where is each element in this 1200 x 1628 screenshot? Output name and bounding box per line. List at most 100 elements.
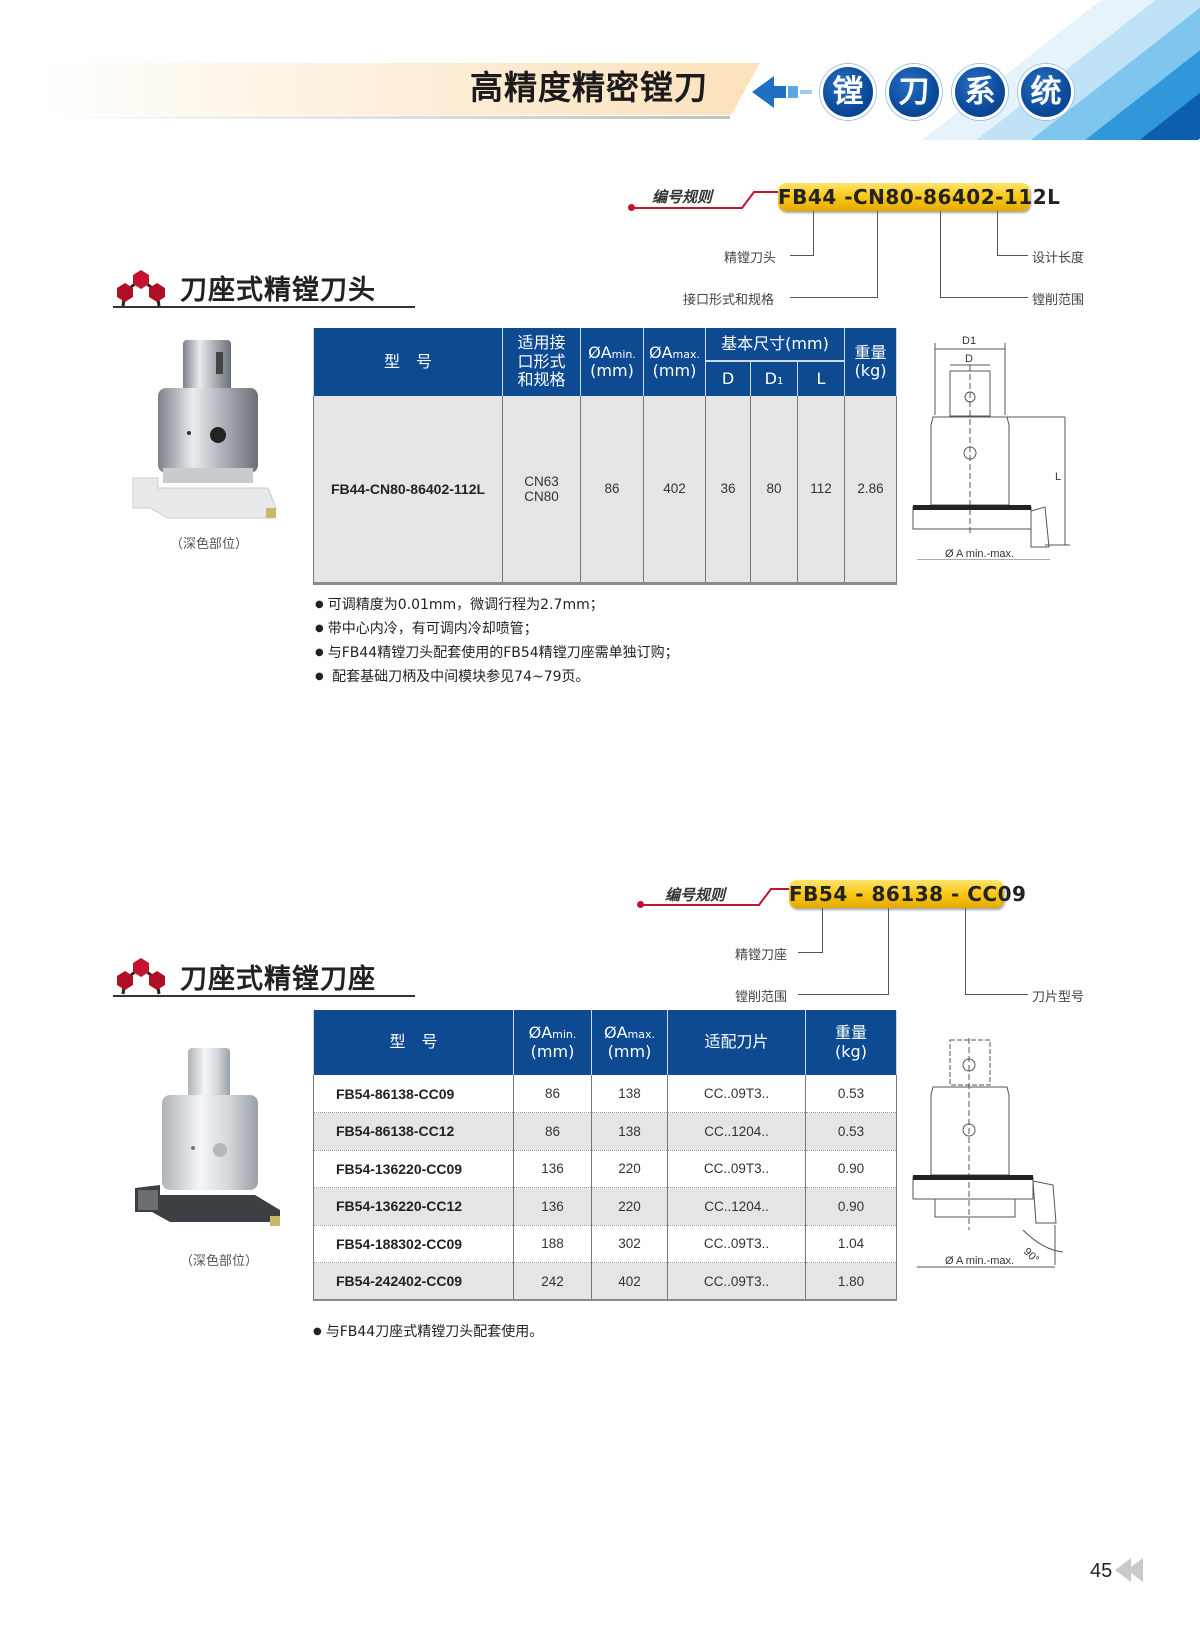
cell-insert: CC..09T3.. xyxy=(667,1225,806,1263)
technical-drawing-boring-head: D1 D L Ø A min.-max. xyxy=(912,335,1070,560)
callout-finishing-head: 精镗刀头 xyxy=(724,251,777,266)
col-header-a-max: ØAmax. (mm) xyxy=(591,1010,668,1075)
col-header-insert: 适配刀片 xyxy=(667,1010,806,1075)
note-item: 与FB44精镗刀头配套使用的FB54精镗刀座需单独订购； xyxy=(315,641,679,665)
cell-weight: 0.53 xyxy=(805,1075,897,1113)
section-title-underline xyxy=(113,995,415,997)
cell-a-max: 220 xyxy=(591,1150,668,1188)
col-header-d: D xyxy=(705,361,751,396)
code-badge: FB44 -CN80-86402-112L xyxy=(778,183,1061,211)
note-item: 与FB44刀座式精镗刀头配套使用。 xyxy=(313,1320,543,1344)
cell-a-min: 188 xyxy=(513,1225,592,1263)
category-char-1: 镗 xyxy=(820,64,876,120)
section-title-finishing-head: 刀座式精镗刀头 xyxy=(180,275,376,306)
cell-model: FB44-CN80-86402-112L xyxy=(313,396,503,583)
cell-a-max: 220 xyxy=(591,1187,668,1226)
section-logo-icon xyxy=(117,270,165,307)
col-header-a-min: ØAmin. (mm) xyxy=(580,328,644,396)
section-title-finishing-holder: 刀座式精镗刀座 xyxy=(180,964,376,995)
svg-text:L: L xyxy=(1055,471,1061,483)
table-row: FB54-86138-CC12 86 138 CC..1204.. 0.53 xyxy=(313,1112,897,1151)
rule-connector xyxy=(641,888,805,906)
cell-model: FB54-136220-CC09 xyxy=(313,1150,514,1188)
svg-text:Ø A min.-max.: Ø A min.-max. xyxy=(945,548,1014,560)
col-header-weight: 重量 (kg) xyxy=(844,328,898,396)
header-underline xyxy=(50,116,730,119)
cell-a-min: 242 xyxy=(513,1262,592,1301)
col-header-a-max: ØAmax. (mm) xyxy=(643,328,706,396)
cell-weight: 0.90 xyxy=(805,1150,897,1188)
category-char-4: 统 xyxy=(1018,64,1074,120)
cell-a-min: 86 xyxy=(513,1075,592,1113)
cell-a-max: 402 xyxy=(591,1262,668,1301)
col-header-d1: D1 xyxy=(750,361,798,396)
cell-weight: 1.80 xyxy=(805,1262,897,1301)
col-header-l: L xyxy=(796,361,846,396)
svg-text:90°: 90° xyxy=(1021,1246,1041,1266)
cell-interface: CN63 CN80 xyxy=(502,396,581,583)
naming-rule-label: 编号规则 xyxy=(665,886,726,904)
arrow-left-icon xyxy=(752,76,812,108)
svg-text:D1: D1 xyxy=(962,335,976,347)
technical-drawing-boring-holder: 90° Ø A min.-max. xyxy=(912,1038,1064,1268)
notes-list-2: 与FB44刀座式精镗刀头配套使用。 xyxy=(313,1320,543,1344)
col-header-weight: 重量 (kg) xyxy=(805,1010,897,1075)
callout-design-length: 设计长度 xyxy=(1032,251,1085,266)
col-header-model: 型 号 xyxy=(313,328,503,396)
cell-insert: CC..1204.. xyxy=(667,1187,806,1226)
cell-model: FB54-136220-CC12 xyxy=(313,1187,514,1226)
callout-boring-range: 镗削范围 xyxy=(735,990,788,1005)
rule-dot xyxy=(628,204,635,211)
callout-finishing-holder: 精镗刀座 xyxy=(735,948,788,963)
table-row: FB54-188302-CC09 188 302 CC..09T3.. 1.04 xyxy=(313,1225,897,1263)
col-header-basic-dims: 基本尺寸(mm) xyxy=(704,328,846,362)
note-item: 配套基础刀柄及中间模块参见74~79页。 xyxy=(315,665,679,689)
cell-l: 112 xyxy=(796,396,846,583)
rule-dot xyxy=(637,901,644,908)
cell-model: FB54-242402-CC09 xyxy=(313,1262,514,1301)
page-title: 高精度精密镗刀 xyxy=(470,68,708,107)
col-header-a-min: ØAmin. (mm) xyxy=(513,1010,592,1075)
col-header-interface: 适用接 口形式 和规格 xyxy=(502,328,581,396)
table-row: FB54-136220-CC12 136 220 CC..1204.. 0.90 xyxy=(313,1187,897,1226)
callout-boring-range: 镗削范围 xyxy=(1032,293,1085,308)
category-char-3: 系 xyxy=(952,64,1008,120)
cell-model: FB54-86138-CC09 xyxy=(313,1075,514,1113)
note-item: 可调精度为0.01mm，微调行程为2.7mm； xyxy=(315,593,679,617)
cell-insert: CC..1204.. xyxy=(667,1112,806,1151)
cell-insert: CC..09T3.. xyxy=(667,1262,806,1301)
cell-weight: 0.53 xyxy=(805,1112,897,1151)
cell-weight: 0.90 xyxy=(805,1187,897,1226)
header-title-band xyxy=(40,63,760,115)
svg-text:Ø A min.-max.: Ø A min.-max. xyxy=(945,1255,1014,1267)
cell-a-min: 136 xyxy=(513,1187,592,1226)
cell-d: 36 xyxy=(705,396,751,583)
double-chevron-left-icon xyxy=(1115,1558,1143,1582)
rule-connector xyxy=(632,191,780,209)
section-title-underline xyxy=(113,306,415,308)
product-photo-boring-head xyxy=(132,340,277,519)
cell-a-max: 402 xyxy=(643,396,706,583)
cell-insert: CC..09T3.. xyxy=(667,1075,806,1113)
cell-a-min: 86 xyxy=(580,396,644,583)
naming-rule-label: 编号规则 xyxy=(652,188,713,206)
code-badge: FB54 - 86138 - CC09 xyxy=(789,880,1027,908)
cell-d1: 80 xyxy=(750,396,798,583)
cell-a-min: 136 xyxy=(513,1150,592,1188)
cell-weight: 2.86 xyxy=(844,396,898,583)
table-row: FB54-136220-CC09 136 220 CC..09T3.. 0.90 xyxy=(313,1150,897,1188)
cell-insert: CC..09T3.. xyxy=(667,1150,806,1188)
category-char-2: 刀 xyxy=(886,64,942,120)
product-photo-boring-holder xyxy=(135,1048,280,1226)
notes-list-1: 可调精度为0.01mm，微调行程为2.7mm； 带中心内冷，有可调内冷却喷管； … xyxy=(315,593,679,689)
page-number: 45 xyxy=(1090,1560,1113,1582)
image-caption-1: （深色部位） xyxy=(170,537,249,552)
callout-interface-spec: 接口形式和规格 xyxy=(683,293,775,308)
callout-insert-type: 刀片型号 xyxy=(1032,990,1085,1005)
cell-a-max: 138 xyxy=(591,1112,668,1151)
table-row: FB54-242402-CC09 242 402 CC..09T3.. 1.80 xyxy=(313,1262,897,1301)
cell-a-min: 86 xyxy=(513,1112,592,1151)
section-logo-icon xyxy=(117,958,165,995)
boring-holder-spec-table: 型 号 ØAmin. (mm) ØAmax. (mm) 适配刀片 重量 (kg)… xyxy=(313,1010,897,1301)
cell-a-max: 302 xyxy=(591,1225,668,1263)
